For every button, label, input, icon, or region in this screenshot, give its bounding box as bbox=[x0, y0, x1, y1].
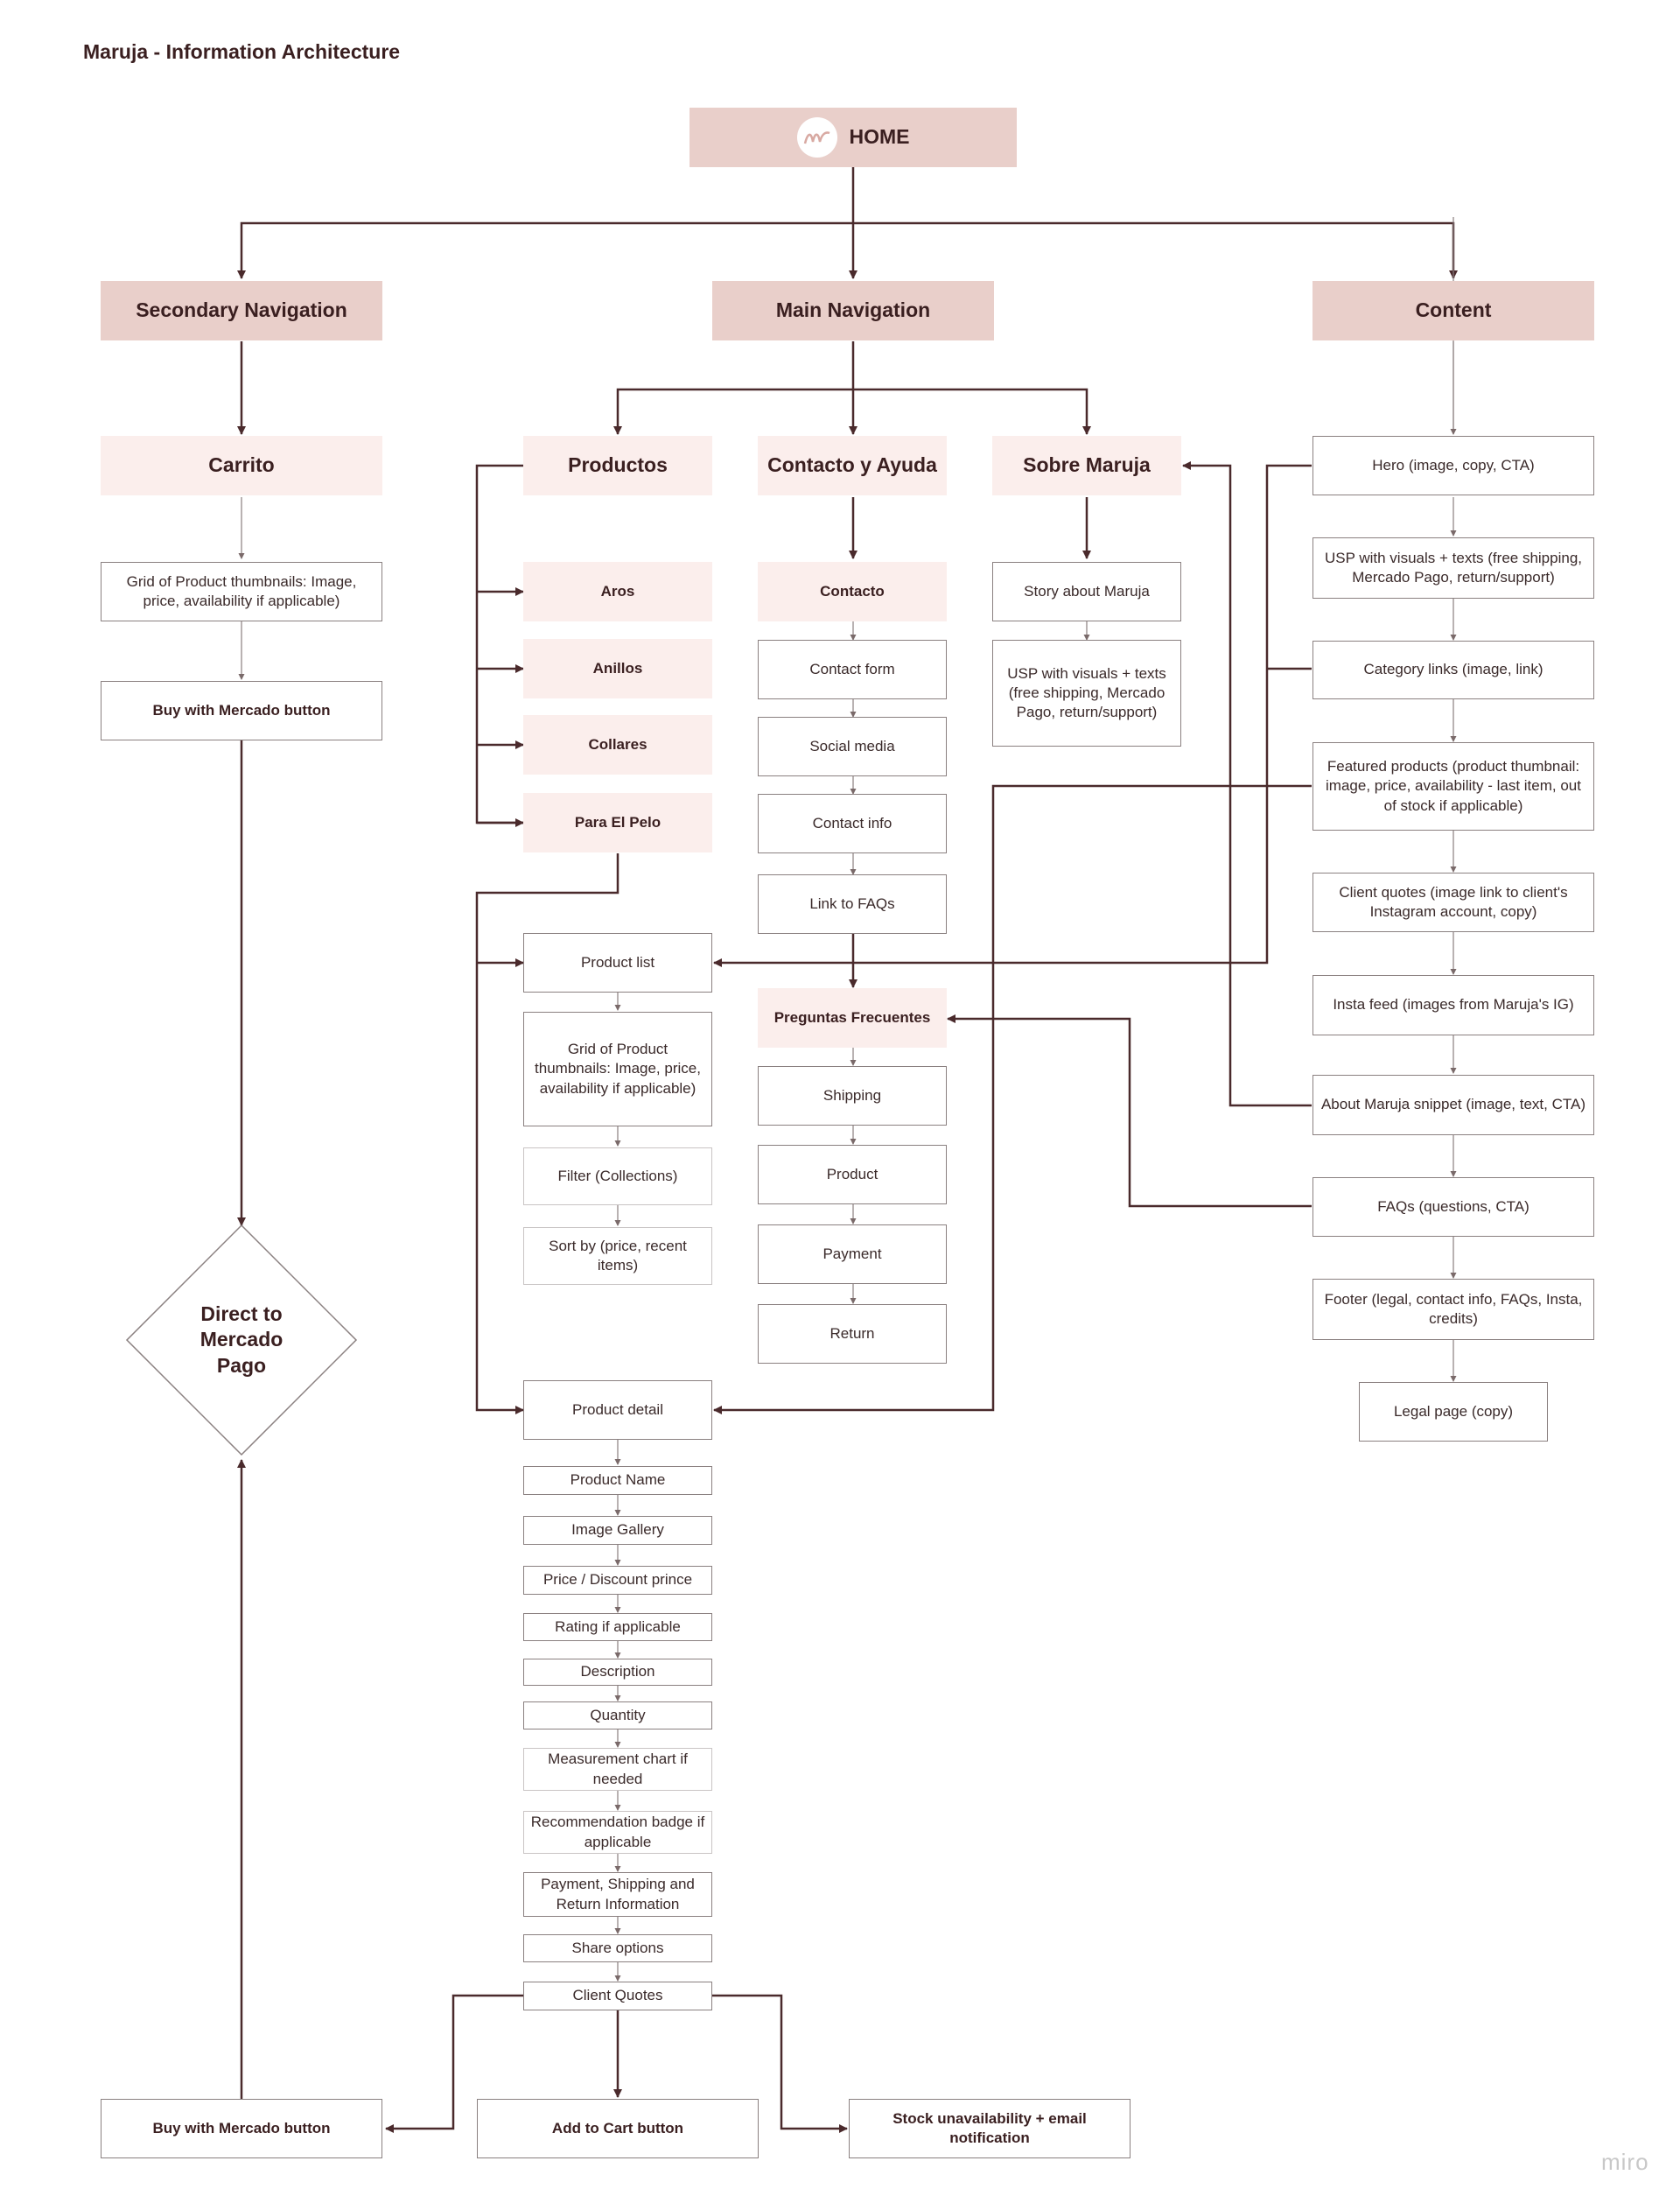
carrito-grid-node: Grid of Product thumbnails: Image, price… bbox=[101, 562, 382, 621]
legal-page-node: Legal page (copy) bbox=[1359, 1382, 1548, 1442]
carrito-node: Carrito bbox=[101, 436, 382, 495]
direct-mercado-pago-label: Direct to Mercado Pago bbox=[200, 1301, 284, 1377]
product-list-grid-node: Grid of Product thumbnails: Image, price… bbox=[523, 1012, 712, 1126]
content-client-quotes: Client quotes (image link to client's In… bbox=[1312, 873, 1594, 932]
aros-node: Aros bbox=[523, 562, 712, 621]
social-media-node: Social media bbox=[758, 717, 947, 776]
product-detail-node: Product detail bbox=[523, 1380, 712, 1440]
content-insta-feed: Insta feed (images from Maruja's IG) bbox=[1312, 975, 1594, 1035]
story-node: Story about Maruja bbox=[992, 562, 1181, 621]
contacto-node: Contacto bbox=[758, 562, 947, 621]
direct-mercado-pago-diamond bbox=[125, 1224, 358, 1456]
detail-recommendation-badge: Recommendation badge if applicable bbox=[523, 1811, 712, 1854]
detail-rating: Rating if applicable bbox=[523, 1613, 712, 1641]
productos-node: Productos bbox=[523, 436, 712, 495]
detail-client-quotes: Client Quotes bbox=[523, 1982, 712, 2010]
filter-node: Filter (Collections) bbox=[523, 1147, 712, 1205]
detail-image-gallery: Image Gallery bbox=[523, 1516, 712, 1545]
faq-payment-node: Payment bbox=[758, 1224, 947, 1284]
content-faqs: FAQs (questions, CTA) bbox=[1312, 1177, 1594, 1237]
link-to-faqs-node: Link to FAQs bbox=[758, 874, 947, 934]
content-hero: Hero (image, copy, CTA) bbox=[1312, 436, 1594, 495]
carrito-buy-button-node: Buy with Mercado button bbox=[101, 681, 382, 740]
home-node: HOME bbox=[690, 108, 1017, 167]
anillos-node: Anillos bbox=[523, 639, 712, 698]
secondary-navigation: Secondary Navigation bbox=[101, 281, 382, 340]
home-label: HOME bbox=[849, 125, 910, 149]
detail-payment-info: Payment, Shipping and Return Information bbox=[523, 1872, 712, 1917]
faq-product-node: Product bbox=[758, 1145, 947, 1204]
content-category-links: Category links (image, link) bbox=[1312, 641, 1594, 699]
contacto-y-ayuda-node: Contacto y Ayuda bbox=[758, 436, 947, 495]
detail-measurement-chart: Measurement chart if needed bbox=[523, 1748, 712, 1791]
product-list-node: Product list bbox=[523, 933, 712, 993]
sobre-usp-node: USP with visuals + texts (free shipping,… bbox=[992, 640, 1181, 747]
stock-unavailability-node: Stock unavailability + email notificatio… bbox=[849, 2099, 1130, 2158]
contact-form-node: Contact form bbox=[758, 640, 947, 699]
page-title: Maruja - Information Architecture bbox=[83, 40, 401, 63]
buy-mercado-button-node: Buy with Mercado button bbox=[101, 2099, 382, 2158]
sobre-maruja-node: Sobre Maruja bbox=[992, 436, 1181, 495]
detail-quantity: Quantity bbox=[523, 1701, 712, 1729]
miro-watermark: miro bbox=[1601, 2149, 1649, 2175]
content-featured-products: Featured products (product thumbnail: im… bbox=[1312, 742, 1594, 831]
detail-share-options: Share options bbox=[523, 1934, 712, 1962]
content-about-maruja: About Maruja snippet (image, text, CTA) bbox=[1312, 1075, 1594, 1135]
add-to-cart-button-node: Add to Cart button bbox=[477, 2099, 759, 2158]
sort-node: Sort by (price, recent items) bbox=[523, 1227, 712, 1285]
content-usp: USP with visuals + texts (free shipping,… bbox=[1312, 537, 1594, 599]
maruja-logo-icon bbox=[796, 117, 837, 158]
main-navigation: Main Navigation bbox=[712, 281, 994, 340]
content-footer: Footer (legal, contact info, FAQs, Insta… bbox=[1312, 1279, 1594, 1340]
faq-return-node: Return bbox=[758, 1304, 947, 1364]
detail-product-name: Product Name bbox=[523, 1466, 712, 1495]
faq-shipping-node: Shipping bbox=[758, 1066, 947, 1126]
content-section: Content bbox=[1312, 281, 1594, 340]
contact-info-node: Contact info bbox=[758, 794, 947, 853]
para-el-pelo-node: Para El Pelo bbox=[523, 793, 712, 852]
detail-description: Description bbox=[523, 1659, 712, 1686]
detail-price: Price / Discount prince bbox=[523, 1566, 712, 1595]
collares-node: Collares bbox=[523, 715, 712, 775]
preguntas-frecuentes-node: Preguntas Frecuentes bbox=[758, 988, 947, 1048]
